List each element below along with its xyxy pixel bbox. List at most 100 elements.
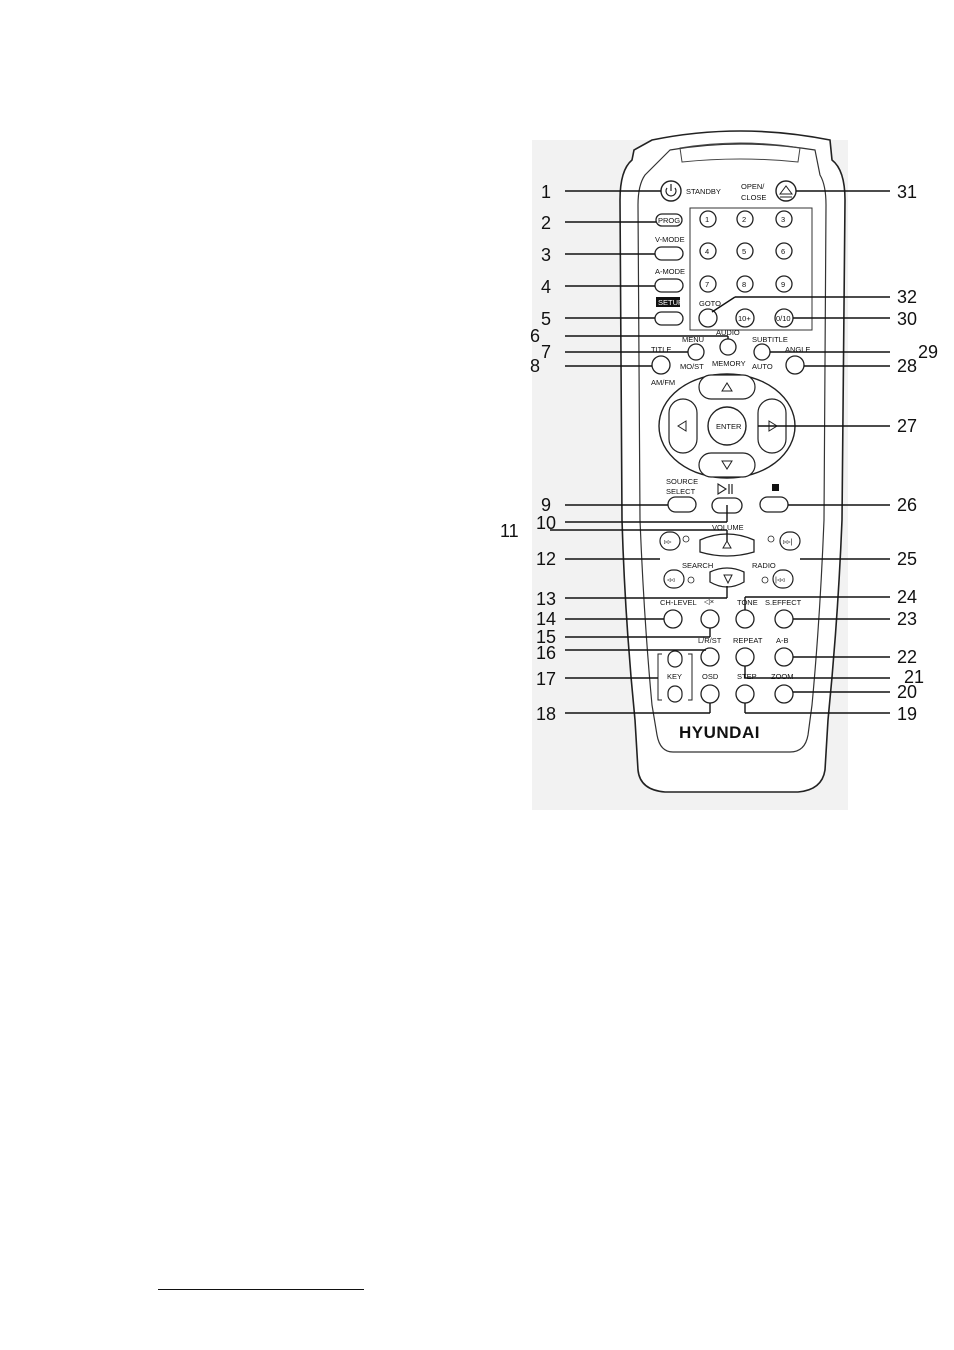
goto-label: GOTO (699, 299, 721, 308)
callout-number: 30 (897, 309, 917, 329)
mo-st-label: MO/ST (680, 362, 704, 371)
mute-icon: ◁× (704, 597, 714, 606)
next-track-button[interactable] (779, 531, 801, 551)
callout-number: 11 (500, 521, 519, 541)
v-mode-button[interactable] (654, 246, 684, 261)
setup-label: SETUP (658, 298, 683, 307)
enter-button[interactable] (707, 406, 747, 446)
numpad-key-4[interactable] (699, 242, 717, 260)
prev-track-button[interactable] (772, 569, 794, 589)
numpad-key-7[interactable] (699, 275, 717, 293)
angle-button[interactable] (785, 355, 805, 375)
title-button[interactable] (651, 355, 671, 375)
callout-number: 4 (541, 277, 551, 297)
s-effect-button[interactable] (774, 609, 794, 629)
down-arrow-icon (721, 460, 733, 470)
nav-up-button[interactable] (698, 374, 756, 400)
numpad-key-3[interactable] (775, 210, 793, 228)
numpad-key-label: 2 (742, 215, 746, 224)
tone-button[interactable] (735, 609, 755, 629)
goto-button[interactable] (698, 308, 718, 328)
up-arrow-icon (721, 382, 733, 392)
callout-number: 28 (897, 356, 917, 376)
numpad-key-2[interactable] (736, 210, 754, 228)
numpad-key-6[interactable] (775, 242, 793, 260)
key-bracket (657, 653, 693, 701)
menu-button[interactable] (687, 343, 705, 361)
enter-label: ENTER (716, 422, 742, 431)
audio-button[interactable] (719, 338, 737, 356)
callout-number: 1 (541, 182, 551, 202)
a-b-label: A-B (776, 636, 789, 645)
nav-down-button[interactable] (698, 452, 756, 478)
ch-level-button[interactable] (663, 609, 683, 629)
callout-number: 31 (897, 182, 917, 202)
numpad-key-label: 5 (742, 247, 746, 256)
title-label: TITLE (651, 345, 671, 354)
step-button[interactable] (735, 684, 755, 704)
open-close-button[interactable] (775, 180, 797, 202)
numpad-key-5[interactable] (736, 242, 754, 260)
eject-icon (779, 185, 793, 198)
brand-logo: HYUNDAI (679, 723, 760, 742)
a-mode-button[interactable] (654, 278, 684, 293)
search-back-button[interactable] (663, 569, 685, 589)
numpad-key-1[interactable] (699, 210, 717, 228)
next-track-icon: ▹▹| (783, 537, 793, 546)
callout-number: 14 (536, 609, 556, 629)
key-label: KEY (667, 672, 682, 681)
nav-left-button[interactable] (668, 398, 698, 454)
callout-number: 13 (536, 589, 556, 609)
volume-label: VOLUME (712, 523, 744, 532)
prev-track-icon: |◃◃ (775, 575, 785, 584)
numpad-key-8[interactable] (736, 275, 754, 293)
lr-st-label: L/R/ST (698, 636, 722, 645)
lr-st-button[interactable] (700, 647, 720, 667)
s-effect-label: S.EFFECT (765, 598, 802, 607)
key-up-button[interactable] (667, 650, 683, 668)
subtitle-button[interactable] (753, 343, 771, 361)
callout-number: 6 (530, 326, 540, 346)
auto-label: AUTO (752, 362, 773, 371)
a-mode-label: A-MODE (655, 267, 685, 276)
volume-down-button[interactable] (709, 567, 745, 588)
numpad-key-9[interactable] (775, 275, 793, 293)
callout-number: 9 (541, 495, 551, 515)
a-b-button[interactable] (774, 647, 794, 667)
setup-label-box (656, 297, 680, 307)
callout-number: 2 (541, 213, 551, 233)
rewind-icon: ◃◃ (667, 575, 675, 584)
ten-plus-label: 10+ (738, 314, 751, 323)
repeat-button[interactable] (735, 647, 755, 667)
numpad: 1 2 3 4 5 6 7 8 9 (699, 210, 793, 293)
zero-ten-label: 0/10 (776, 314, 791, 323)
volume-down-icon (723, 574, 733, 585)
minus-icon (761, 576, 769, 584)
power-icon (665, 184, 677, 197)
prog-button[interactable] (655, 213, 683, 227)
search-forward-button[interactable] (659, 531, 681, 551)
callout-number: 17 (536, 669, 556, 689)
zoom-button[interactable] (774, 684, 794, 704)
mute-button[interactable] (700, 609, 720, 629)
callout-number: 21 (904, 667, 924, 687)
callout-number: 16 (536, 643, 556, 663)
key-down-button[interactable] (667, 685, 683, 703)
stop-button[interactable] (759, 496, 789, 513)
callout-number: 5 (541, 309, 551, 329)
volume-up-button[interactable] (699, 533, 755, 557)
source-select-button[interactable] (667, 496, 697, 513)
left-callouts: 1 2 3 4 5 6 7 8 9 10 11 12 13 14 15 16 1… (500, 182, 556, 724)
osd-button[interactable] (700, 684, 720, 704)
navigation-pad: ENTER (658, 373, 796, 479)
radio-label: RADIO (752, 561, 776, 570)
source-label-1: SOURCE (666, 477, 698, 486)
v-mode-label: V-MODE (655, 235, 685, 244)
right-callouts: 31 32 30 29 28 27 26 25 24 23 22 21 20 1… (897, 182, 938, 724)
callout-number: 19 (897, 704, 917, 724)
ten-plus-button[interactable] (735, 308, 755, 328)
setup-button[interactable] (654, 311, 684, 326)
ch-level-label: CH-LEVEL (660, 598, 697, 607)
right-leader-lines (711, 190, 890, 714)
fast-forward-icon: ▹▹ (664, 537, 672, 546)
